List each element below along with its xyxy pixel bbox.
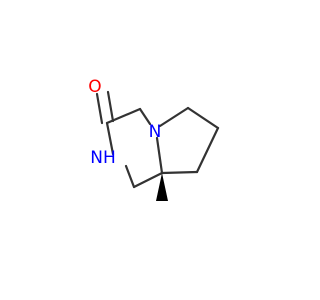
bond-n-ch2-pyrrolidine bbox=[158, 106, 190, 128]
oxygen-atom-label: O bbox=[88, 77, 101, 97]
bond-pyrrolidine-1 bbox=[186, 106, 220, 130]
ring-nitrogen-label: N bbox=[149, 122, 162, 142]
bond-co-ch2 bbox=[105, 107, 142, 125]
amide-nh-label: NH bbox=[90, 148, 116, 168]
carbonyl-bond-b bbox=[106, 90, 115, 123]
bond-pyrrolidine-2 bbox=[195, 126, 220, 174]
bond-nh-ch2 bbox=[124, 164, 136, 189]
molecule-diagram: O N NH bbox=[88, 77, 220, 201]
methyl-wedge-bond bbox=[156, 173, 168, 201]
carbonyl-bond-a bbox=[95, 92, 104, 125]
bond-pyrrolidine-3 bbox=[160, 170, 199, 175]
bond-co-nh bbox=[105, 121, 115, 156]
structure-svg: O N NH bbox=[88, 77, 220, 201]
bond-ch2-n bbox=[138, 107, 152, 126]
bond-ch2-quaternary-c bbox=[132, 171, 164, 189]
bond-n-quaternary-c bbox=[155, 136, 164, 175]
